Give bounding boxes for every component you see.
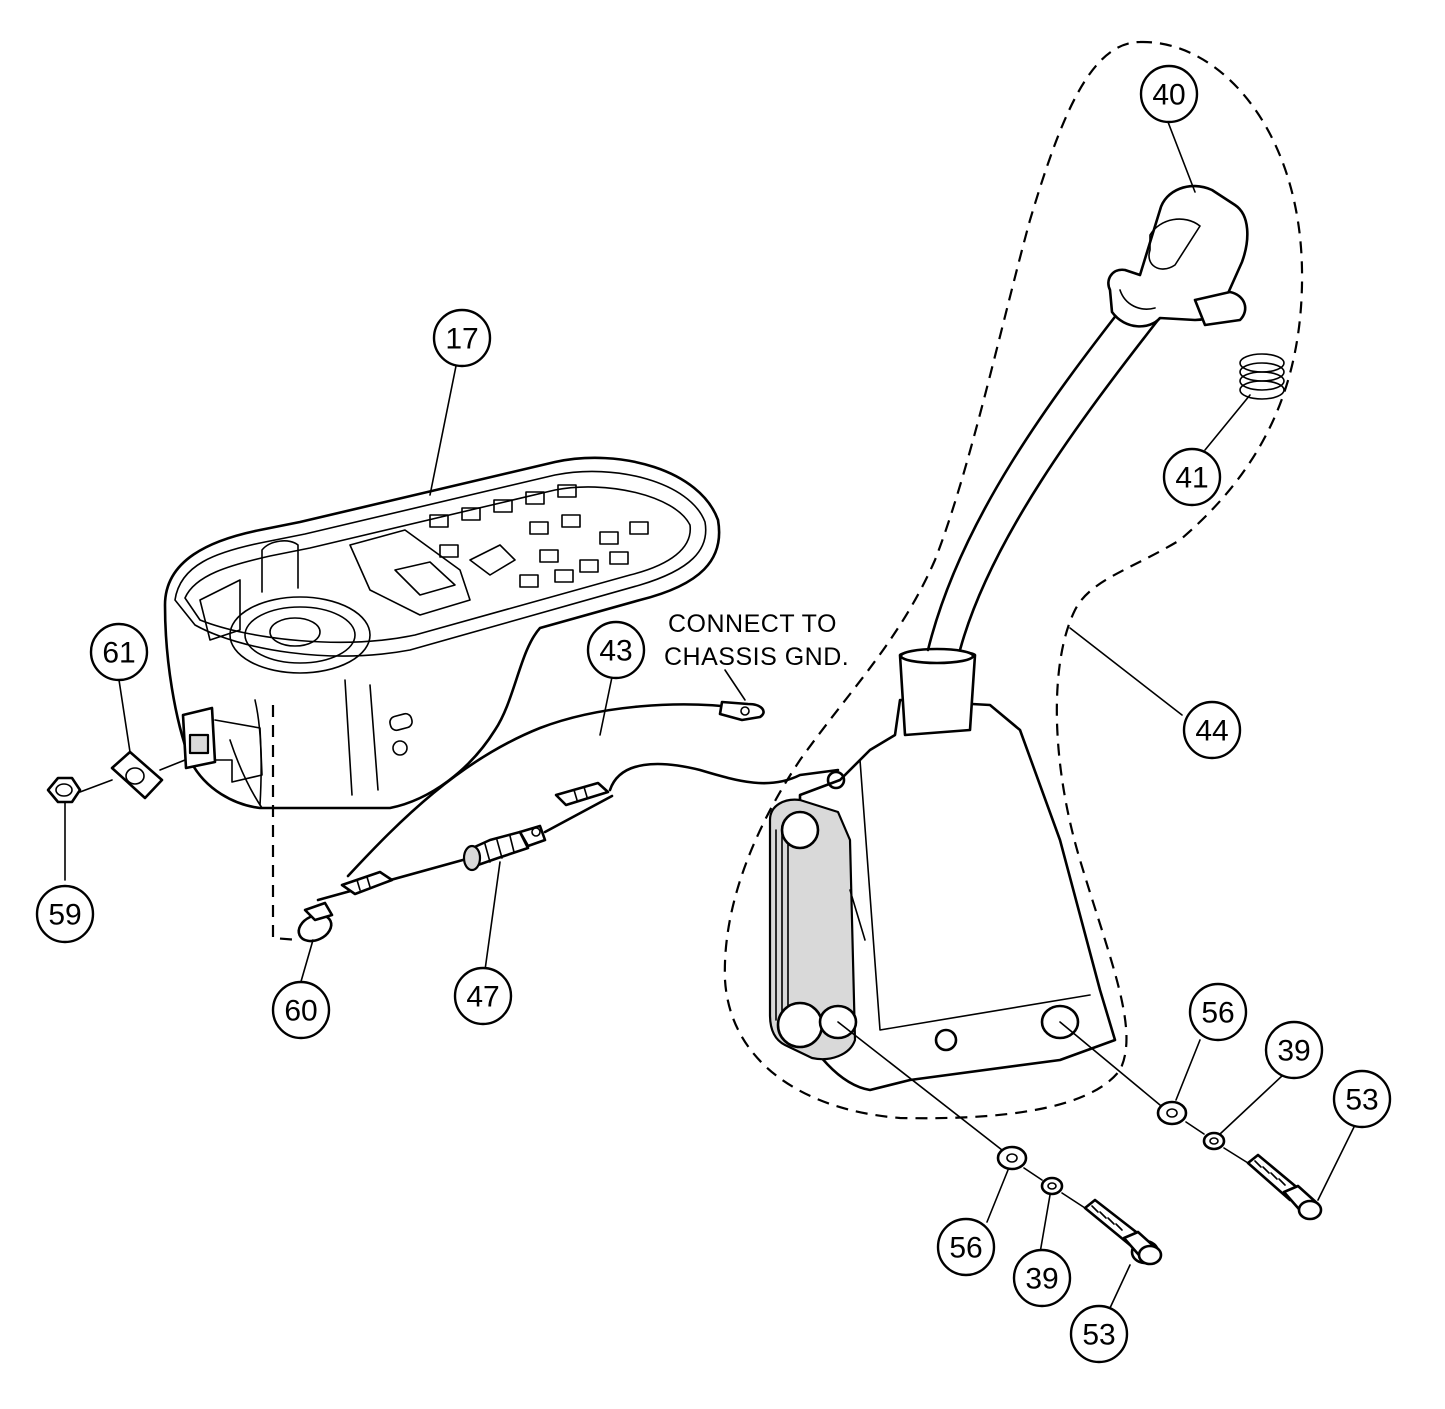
callout-59: 59: [35, 884, 95, 944]
spark-plug-boot-part-40: [1107, 184, 1249, 328]
washer-part-56-upper: [1156, 1100, 1188, 1126]
callout-41: 41: [1162, 447, 1222, 507]
callout-label-53-upper: 53: [1345, 1084, 1378, 1117]
callout-43: 43: [586, 620, 646, 680]
callout-label-60: 60: [284, 995, 317, 1028]
callout-label-39-lower: 39: [1025, 1263, 1058, 1296]
callout-39-upper: 39: [1264, 1020, 1324, 1080]
callout-53-upper: 53: [1332, 1069, 1392, 1129]
callout-label-41: 41: [1175, 462, 1208, 495]
callout-39-lower: 39: [1012, 1248, 1072, 1308]
callout-17: 17: [432, 308, 492, 368]
callout-40: 40: [1139, 64, 1199, 124]
callout-label-44: 44: [1195, 715, 1228, 748]
callout-47: 47: [453, 966, 513, 1026]
spring-part-41: [1239, 353, 1285, 400]
callout-label-59: 59: [48, 899, 81, 932]
callout-61: 61: [89, 622, 149, 682]
wire-part-43: [346, 700, 765, 878]
callout-label-47: 47: [466, 981, 499, 1014]
nut-part-59: [46, 776, 82, 804]
leader-lines: [64, 121, 1356, 1309]
housing-part-17: [163, 456, 721, 810]
washer-part-39-lower: [1040, 1176, 1064, 1196]
callout-label-43: 43: [599, 635, 632, 668]
callout-label-56-lower: 56: [949, 1232, 982, 1265]
ground-lead-assembly: [297, 762, 840, 943]
callout-44: 44: [1182, 700, 1242, 760]
callout-label-53-lower: 53: [1082, 1319, 1115, 1352]
note-line-1: CONNECT TO: [668, 610, 837, 638]
bracket-part-61: [110, 750, 164, 800]
callout-56-lower: 56: [936, 1217, 996, 1277]
coil-assembly-boundary: [723, 40, 1304, 1120]
callout-label-61: 61: [102, 637, 135, 670]
callout-label-56-upper: 56: [1201, 997, 1234, 1030]
screw-part-53-lower: [1083, 1198, 1163, 1266]
callout-label-40: 40: [1152, 79, 1185, 112]
note-line-2: CHASSIS GND.: [664, 643, 849, 671]
callout-label-17: 17: [445, 323, 478, 356]
high-tension-lead: [926, 298, 1160, 652]
callout-53-lower: 53: [1069, 1304, 1129, 1364]
callout-56-upper: 56: [1188, 982, 1248, 1042]
washer-part-39-upper: [1202, 1131, 1226, 1151]
callout-60: 60: [271, 980, 331, 1040]
callout-label-39-upper: 39: [1277, 1035, 1310, 1068]
screw-part-53-upper: [1246, 1153, 1323, 1221]
ignition-coil-body: [768, 647, 1117, 1092]
washer-part-56-lower: [996, 1145, 1028, 1171]
